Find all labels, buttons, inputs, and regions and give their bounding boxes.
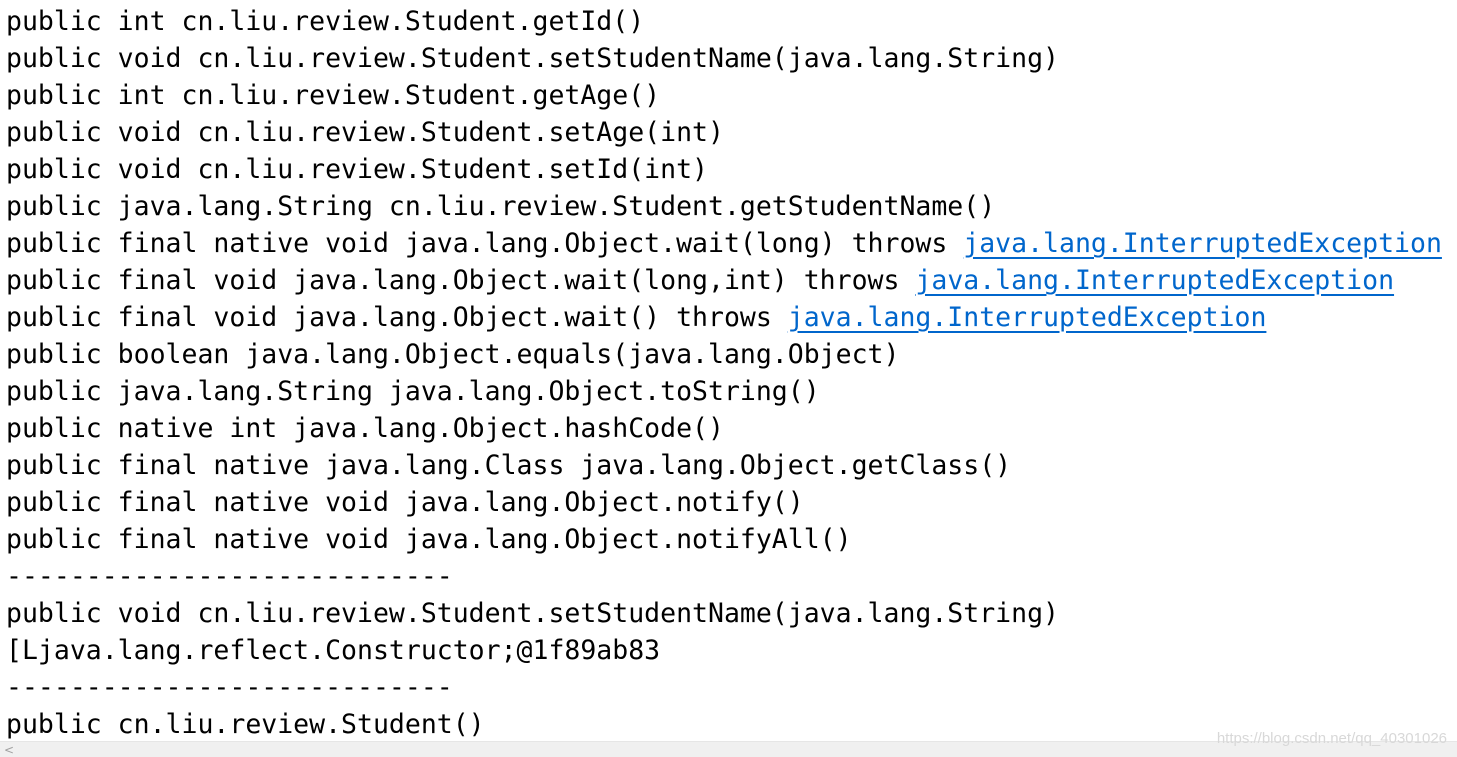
console-line: public java.lang.String java.lang.Object…: [6, 376, 820, 407]
console-line: public void cn.liu.review.Student.setAge…: [6, 117, 724, 148]
console-output: public int cn.liu.review.Student.getId()…: [6, 3, 1442, 741]
exception-link[interactable]: java.lang.InterruptedException: [963, 228, 1442, 259]
separator-line: ----------------------------: [6, 561, 453, 592]
console-line: public void cn.liu.review.Student.setId(…: [6, 154, 708, 185]
watermark: https://blog.csdn.net/qq_40301026: [1216, 730, 1447, 747]
console-line: public final native void java.lang.Objec…: [6, 228, 1442, 259]
console-line: public final void java.lang.Object.wait(…: [6, 265, 1395, 296]
horizontal-scrollbar[interactable]: <: [0, 741, 1457, 757]
console-line: [Ljava.lang.reflect.Constructor;@1f89ab8…: [6, 635, 661, 666]
console-line: public final native java.lang.Class java…: [6, 450, 1012, 481]
console-line: public final native void java.lang.Objec…: [6, 524, 852, 555]
separator-line: ----------------------------: [6, 672, 453, 703]
console-line: public void cn.liu.review.Student.setStu…: [6, 43, 1059, 74]
console-line: public java.lang.String cn.liu.review.St…: [6, 191, 996, 222]
console-line: public cn.liu.review.Student(): [6, 709, 485, 740]
exception-link[interactable]: java.lang.InterruptedException: [915, 265, 1395, 296]
exception-link[interactable]: java.lang.InterruptedException: [787, 302, 1267, 333]
console-line: public final native void java.lang.Objec…: [6, 487, 804, 518]
console-line: public native int java.lang.Object.hashC…: [6, 413, 724, 444]
console-line: public void cn.liu.review.Student.setStu…: [6, 598, 1059, 629]
chevron-left-icon[interactable]: <: [3, 743, 15, 757]
console-line: public int cn.liu.review.Student.getAge(…: [6, 80, 661, 111]
console-line: public boolean java.lang.Object.equals(j…: [6, 339, 900, 370]
console-lines: public int cn.liu.review.Student.getId()…: [6, 3, 1442, 741]
console-line: public int cn.liu.review.Student.getId(): [6, 6, 645, 37]
console-line: public final void java.lang.Object.wait(…: [6, 302, 1267, 333]
